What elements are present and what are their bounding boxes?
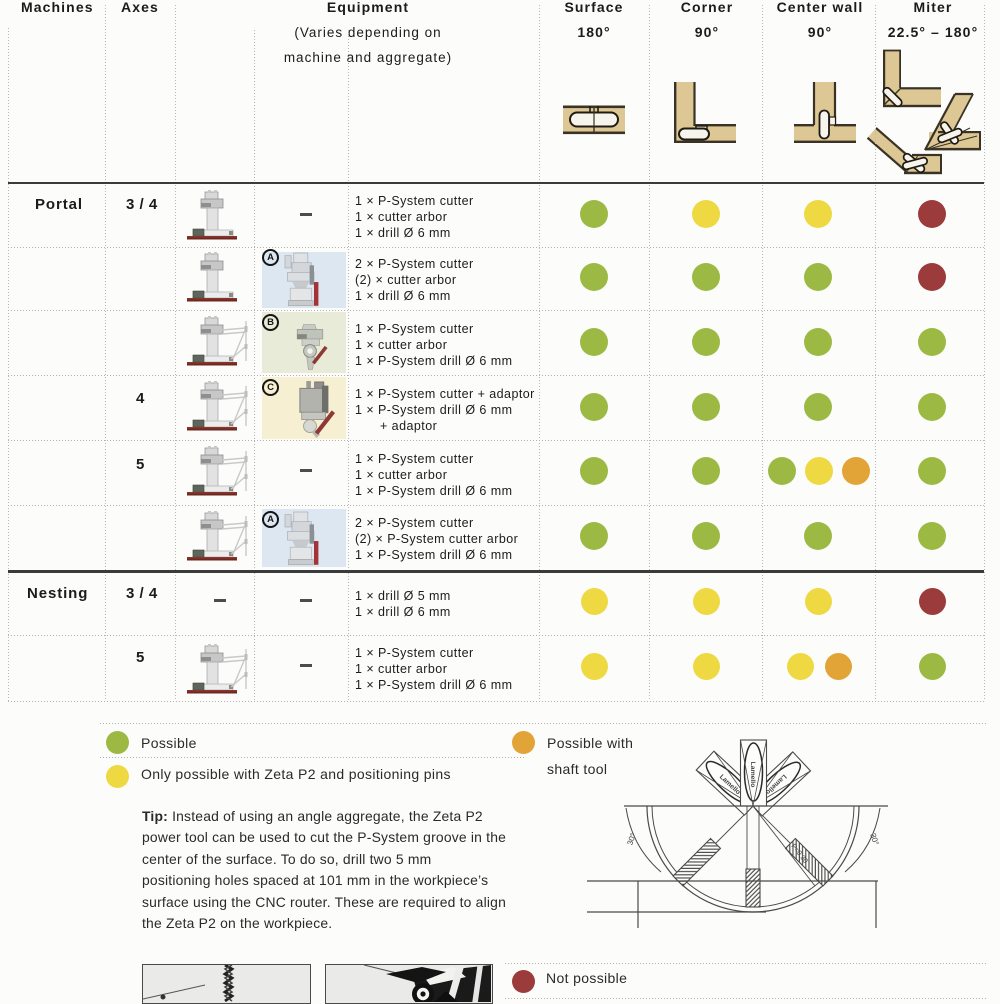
- svg-text:30°: 30°: [625, 832, 637, 846]
- svg-text:30°: 30°: [868, 832, 880, 846]
